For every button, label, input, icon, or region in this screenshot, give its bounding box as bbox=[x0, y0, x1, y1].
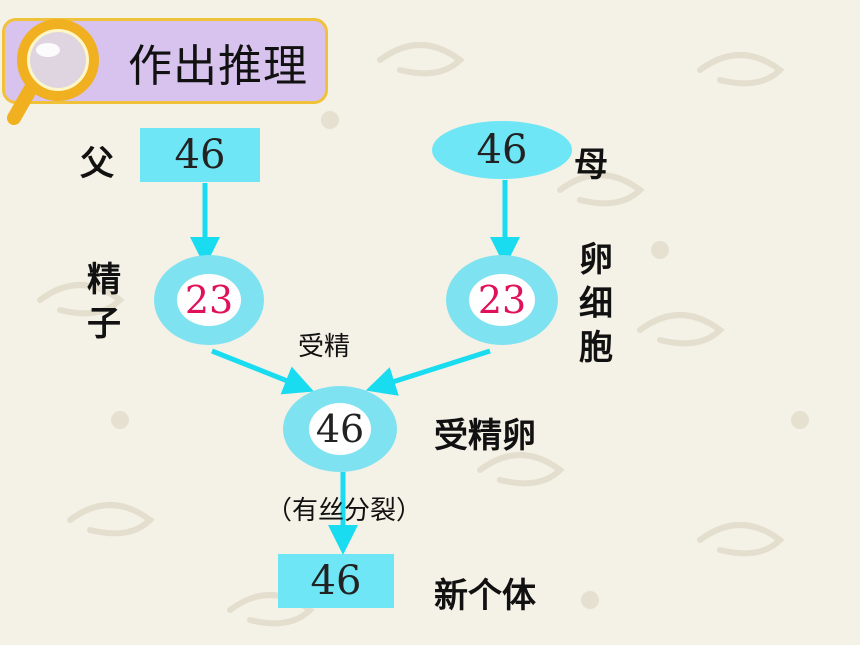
egg-label: 卵细胞 bbox=[579, 240, 613, 368]
new-individual-label: 新个体 bbox=[434, 576, 536, 616]
mother-chromosome-count: 46 bbox=[476, 127, 528, 173]
arrow-sperm-to-zygote bbox=[211, 348, 314, 395]
egg-cell: 23 bbox=[446, 255, 558, 345]
fertilization-label: 受精 bbox=[298, 332, 351, 362]
zygote-chromosome-count: 46 bbox=[315, 407, 365, 451]
sperm-cell: 23 bbox=[154, 255, 264, 345]
father-chromosome-count: 46 bbox=[174, 132, 226, 178]
father-cell: 46 bbox=[140, 128, 260, 182]
arrow-egg-to-zygote bbox=[365, 348, 491, 396]
new-individual-cell: 46 bbox=[278, 554, 394, 608]
new-individual-chromosome-count: 46 bbox=[310, 558, 362, 604]
mother-label: 母 bbox=[574, 145, 608, 185]
sperm-label: 精子 bbox=[87, 260, 121, 344]
magnifier-icon bbox=[7, 19, 99, 125]
zygote-label: 受精卵 bbox=[434, 416, 536, 456]
zygote-cell: 46 bbox=[283, 386, 397, 472]
mother-cell: 46 bbox=[432, 121, 572, 179]
sperm-chromosome-count: 23 bbox=[184, 278, 234, 322]
egg-chromosome-count: 23 bbox=[477, 278, 527, 322]
father-label: 父 bbox=[80, 144, 114, 184]
mitosis-label: （有丝分裂） bbox=[266, 496, 423, 526]
page-title: 作出推理 bbox=[128, 41, 308, 92]
